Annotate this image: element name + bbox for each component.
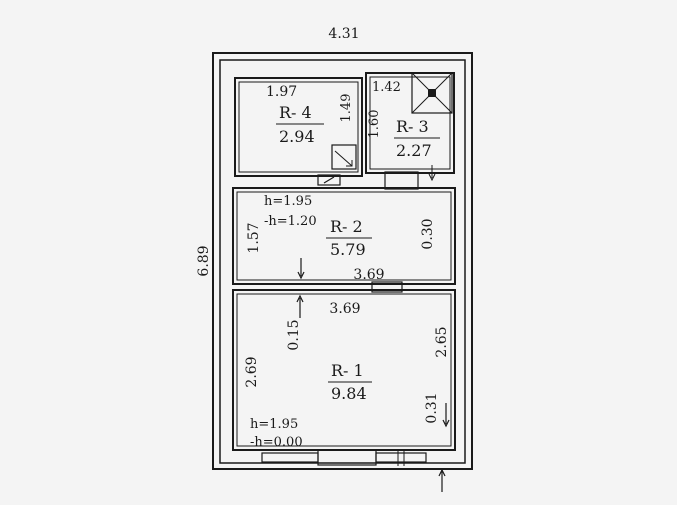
- overall-width-label: 4.31: [328, 26, 359, 42]
- r3-name: R- 3: [396, 117, 429, 136]
- r1-step-bottom-label: 0.31: [424, 392, 440, 423]
- r2-floor: -h=1.20: [264, 214, 317, 229]
- r1-step-top-label: 0.15: [286, 319, 302, 350]
- r4-area: 2.94: [279, 127, 315, 146]
- r1-depth-left-label: 2.69: [244, 356, 260, 387]
- r2-area: 5.79: [330, 240, 366, 259]
- r2-width-label: 3.69: [353, 267, 384, 283]
- r3-depth-label: 1.60: [367, 110, 382, 139]
- r4-name: R- 4: [279, 103, 312, 122]
- r3-area: 2.27: [396, 141, 432, 160]
- r2-name: R- 2: [330, 217, 363, 236]
- r1-area: 9.84: [331, 384, 367, 403]
- r2-level: h=1.95: [264, 194, 312, 209]
- r1-floor: -h=0.00: [250, 435, 303, 450]
- chimney-icon: [331, 144, 357, 170]
- r1-level: h=1.95: [250, 417, 298, 432]
- ventilation-shaft-icon: [411, 72, 453, 114]
- r2-depth-label: 1.57: [246, 222, 262, 253]
- overall-height-label: 6.89: [196, 245, 212, 276]
- r2-step-label: 0.30: [420, 218, 436, 249]
- r1-name: R- 1: [331, 361, 364, 380]
- entrance-arrow-icon: [438, 468, 446, 492]
- room-r4: [234, 77, 363, 186]
- room-r3: [365, 72, 455, 190]
- r1-width-label: 3.69: [329, 301, 360, 317]
- r4-depth-label: 1.49: [339, 94, 354, 123]
- room-r1: [232, 289, 456, 466]
- outer-walls: [212, 52, 473, 470]
- r1-depth-right-label: 2.65: [434, 326, 450, 357]
- r3-width-label-visible: 1.42: [372, 80, 401, 95]
- room-r2: [232, 187, 456, 293]
- r4-width-label: 1.97: [266, 84, 297, 100]
- stair-arrow-icon: [317, 174, 341, 186]
